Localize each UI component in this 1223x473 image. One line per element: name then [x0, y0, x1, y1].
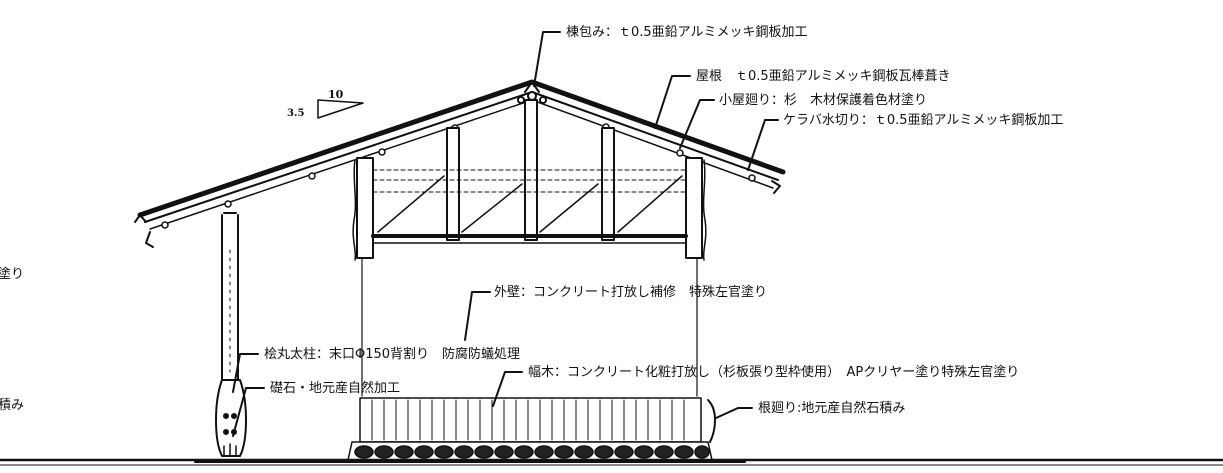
ground-line [0, 458, 1223, 466]
exterior-wall [361, 257, 698, 397]
eave-trim-label: 小屋廻り：杉 木材保護着色材塗り [719, 93, 928, 108]
skirting-label: 幅木：コンクリート化粧打放し（杉板張り型枠使用） APクリヤー塗り特殊左官塗り [528, 365, 1020, 380]
slope-run: 10 [328, 88, 344, 101]
purlins [161, 123, 756, 229]
slope-rise: 3.5 [287, 108, 305, 119]
verge-flashing-label: ケラバ水切り：ｔ0.5亜鉛アルミメッキ鋼板加工 [783, 113, 1064, 128]
leader-lines [232, 31, 779, 437]
cut-off-label-left-2: 積み [0, 398, 25, 413]
skirting [359, 397, 702, 443]
log-column-label: 桧丸太柱：末口Φ150背割り 防腐防蟻処理 [264, 347, 521, 362]
base-stones [347, 399, 716, 461]
roof-slope-symbol [317, 99, 364, 119]
roof-label: 屋根 ｔ0.5亜鉛アルミメッキ鋼板瓦棒葺き [696, 69, 951, 84]
roof-truss [352, 99, 707, 261]
base-wall-label: 根廻り:地元産自然石積み [758, 401, 906, 416]
ridge-cover-label: 棟包み：ｔ0.5亜鉛アルミメッキ鋼板加工 [566, 25, 808, 40]
foundation-stone-label: 礎石・地元産自然加工 [270, 381, 401, 396]
foundation-stone [215, 379, 247, 457]
exterior-wall-label: 外壁：コンクリート打放し補修 特殊左官塗り [494, 285, 768, 300]
log-column [221, 212, 239, 381]
cut-off-label-left-1: 塗り [0, 267, 25, 282]
